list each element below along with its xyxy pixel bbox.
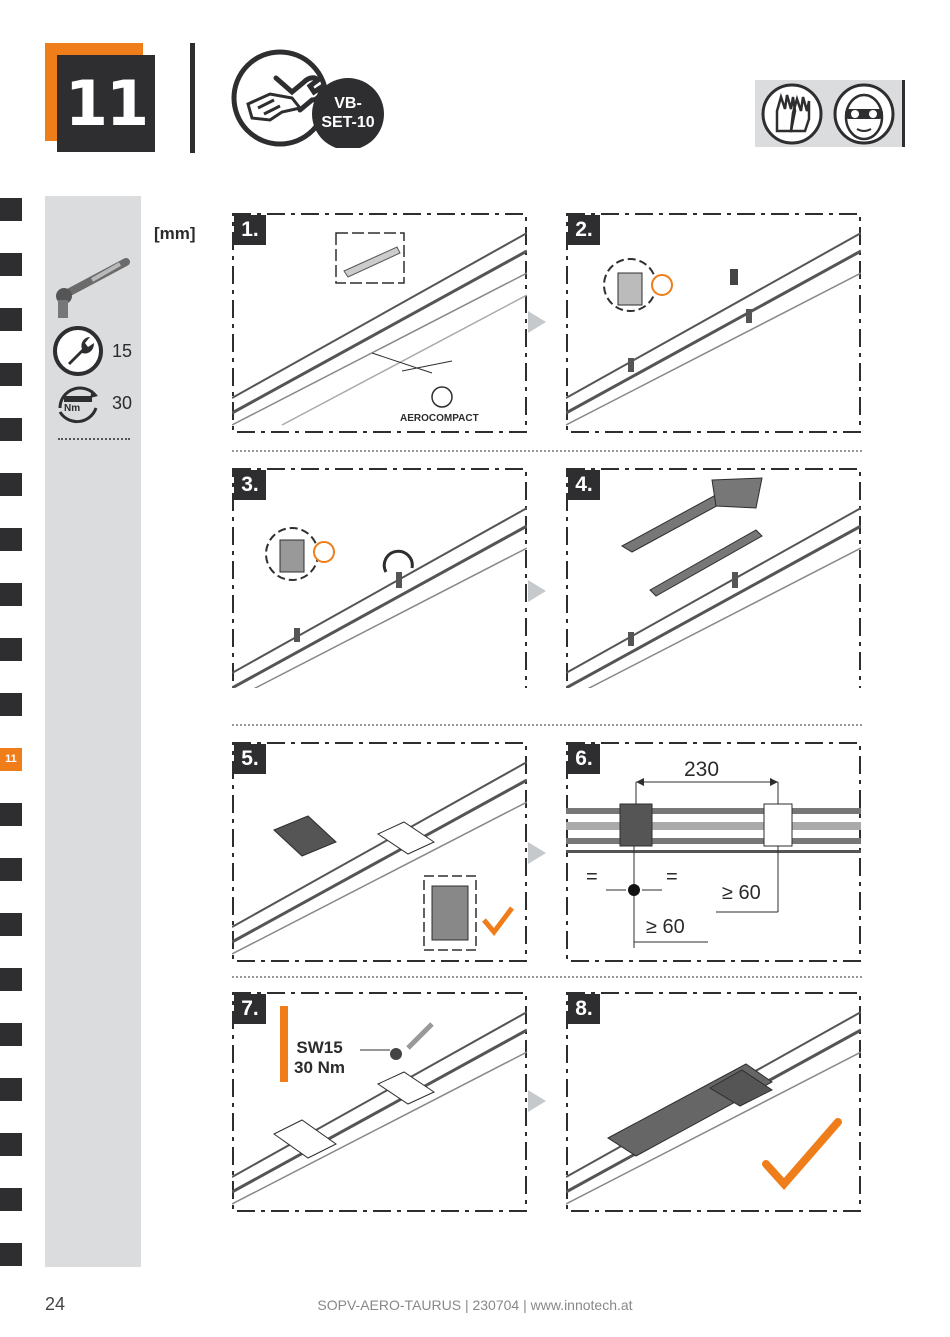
step-number-badge: 6. — [568, 744, 600, 774]
torque-callout-torque: 30 Nm — [294, 1058, 346, 1077]
step-panel-6: 6. 230 = = ≥ 60 ≥ 60 — [566, 742, 861, 962]
step-number-badge: 7. — [234, 994, 266, 1024]
step-panel-2: 2. — [566, 213, 861, 433]
rail-illustration — [232, 213, 527, 433]
tool-set-label-line1: VB- — [334, 95, 362, 112]
index-marker — [0, 913, 22, 936]
index-marker — [0, 1023, 22, 1046]
brand-note: AEROCOMPACT — [400, 413, 479, 424]
tool-set-label-line2: SET-10 — [321, 114, 375, 131]
page-number: 24 — [45, 1294, 66, 1314]
rail-illustration — [232, 742, 527, 962]
tool-set-icon — [231, 49, 384, 148]
dimension-spacing: 230 — [684, 758, 720, 781]
wrench-size-icon — [53, 326, 103, 376]
next-step-arrow — [528, 311, 546, 333]
index-marker — [0, 968, 22, 991]
rail-illustration — [232, 992, 527, 1212]
row-separator — [232, 724, 862, 726]
step-panel-4: 4. — [566, 468, 861, 688]
torque-callout-size: SW15 — [296, 1038, 343, 1057]
row-separator — [232, 450, 862, 452]
step-panel-5: 5. — [232, 742, 527, 962]
equal-sign-right: = — [666, 866, 678, 888]
index-marker — [0, 1188, 22, 1211]
step-number-badge: 8. — [568, 994, 600, 1024]
ppe-divider — [902, 80, 905, 147]
tools-panel — [45, 196, 141, 1267]
step-panel-8: 8. — [566, 992, 861, 1212]
index-marker-active: 11 — [0, 748, 22, 771]
index-marker — [0, 198, 22, 221]
step-number-badge: 3. — [234, 470, 266, 500]
step-number-badge: 5. — [234, 744, 266, 774]
step-number-badge: 4. — [568, 470, 600, 500]
index-marker — [0, 308, 22, 331]
step-number-badge: 1. — [234, 215, 266, 245]
step-number: 11 — [57, 55, 155, 152]
index-marker — [0, 638, 22, 661]
ppe-box — [755, 80, 905, 147]
step-badge: 11 — [45, 43, 157, 153]
rail-illustration — [566, 742, 861, 962]
side-divider — [58, 438, 130, 440]
index-marker — [0, 693, 22, 716]
unit-label: [mm] — [154, 224, 196, 243]
torque-callout: SW15 30 Nm — [294, 1038, 345, 1078]
index-marker — [0, 418, 22, 441]
index-marker — [0, 363, 22, 386]
dimension-min-bottom: ≥ 60 — [646, 916, 685, 938]
index-marker — [0, 253, 22, 276]
dimension-min-right: ≥ 60 — [722, 882, 761, 904]
tool-set-label: VB- SET-10 — [307, 82, 389, 146]
equal-sign-left: = — [586, 866, 598, 888]
header-divider — [190, 43, 195, 153]
rail-illustration — [566, 992, 861, 1212]
index-marker — [0, 803, 22, 826]
step-panel-1: 1. AEROCOMPACT — [232, 213, 527, 433]
index-marker — [0, 1243, 22, 1266]
wrench-size-value: 15 — [112, 341, 133, 361]
index-marker — [0, 528, 22, 551]
next-step-arrow — [528, 1090, 546, 1112]
checkmark-icon — [762, 1118, 842, 1191]
index-marker — [0, 1078, 22, 1101]
rail-illustration — [566, 213, 861, 433]
rail-illustration — [566, 468, 861, 688]
index-marker — [0, 473, 22, 496]
index-marker — [0, 1133, 22, 1156]
torque-value: 30 — [112, 393, 133, 413]
next-step-arrow — [528, 842, 546, 864]
torque-unit: Nm — [64, 403, 81, 414]
rail-illustration — [232, 468, 527, 688]
step-panel-3: 3. — [232, 468, 527, 688]
next-step-arrow — [528, 580, 546, 602]
torque-icon — [58, 386, 98, 424]
document-footer: SOPV-AERO-TAURUS | 230704 | www.innotech… — [317, 1297, 633, 1313]
index-marker — [0, 858, 22, 881]
torque-wrench-icon — [56, 258, 130, 318]
safety-glasses-icon — [833, 83, 895, 145]
row-separator — [232, 976, 862, 978]
step-panel-7: 7. SW15 30 Nm — [232, 992, 527, 1212]
index-marker — [0, 583, 22, 606]
step-number-badge: 2. — [568, 215, 600, 245]
gloves-icon — [761, 83, 823, 145]
